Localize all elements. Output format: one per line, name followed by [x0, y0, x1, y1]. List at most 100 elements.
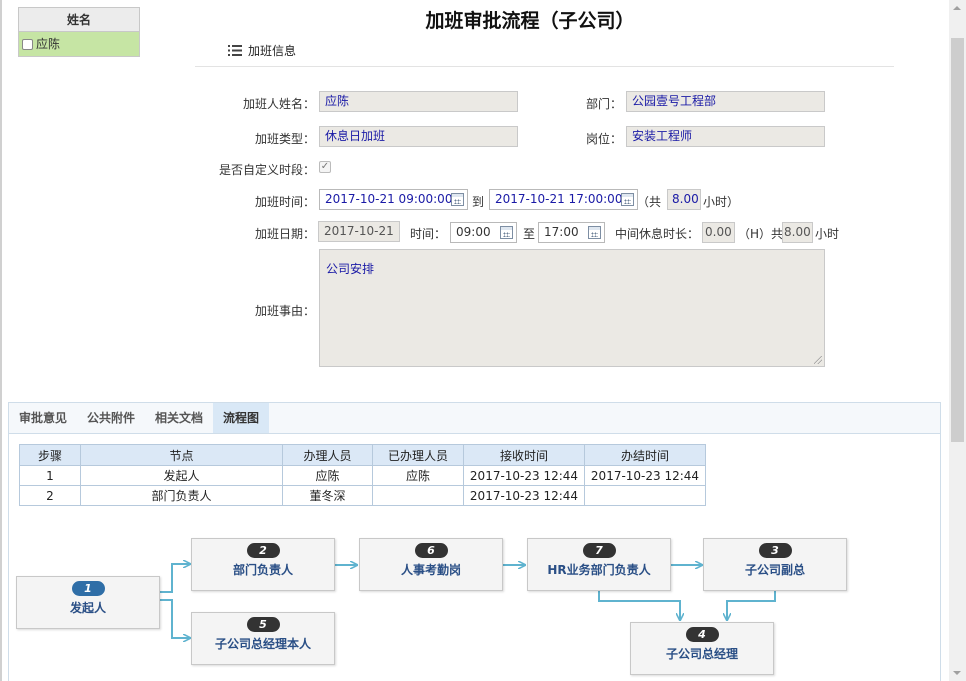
rest-field: 0.00 [702, 222, 735, 243]
row-name: 应陈 [36, 37, 61, 51]
type-label: 加班类型： [254, 132, 315, 146]
clock-label: 时间： [410, 227, 447, 241]
flow-node-hr-attendance[interactable]: 6 人事考勤岗 [359, 538, 503, 591]
table-row[interactable]: 2 部门负责人 董冬深 2017-10-23 12:44 [19, 485, 706, 506]
rest-unit: （H）共 [738, 227, 784, 241]
hours-unit: 小时 [815, 227, 840, 241]
clock-end-value: 17:00 [544, 225, 579, 239]
name-list-panel: 姓名 应陈 [18, 7, 140, 57]
col-header: 办结时间 [584, 444, 706, 466]
table-cell: 2017-10-23 12:44 [463, 485, 585, 506]
time-end-value: 2017-10-21 17:00:00 [495, 192, 623, 206]
flow-node-dept-head[interactable]: 2 部门负责人 [191, 538, 335, 591]
dept-label: 部门： [585, 97, 622, 111]
scroll-up-icon[interactable] [953, 6, 961, 10]
section-title: 加班信息 [248, 44, 297, 58]
flow-node-vice-president[interactable]: 3 子公司副总 [703, 538, 847, 591]
table-cell: 应陈 [282, 465, 373, 486]
flow-node-label: 子公司总经理本人 [214, 637, 311, 651]
col-header: 已办理人员 [372, 444, 464, 466]
calendar-icon[interactable] [451, 193, 464, 206]
table-cell: 2017-10-23 12:44 [584, 465, 706, 486]
flow-edge-7-4 [598, 591, 680, 620]
hours-field: 8.00 [782, 222, 813, 243]
applicant-field[interactable]: 应陈 [319, 91, 518, 112]
tab-approval-opinion[interactable]: 审批意见 [19, 411, 68, 425]
custom-period-checkbox[interactable]: ✓ [319, 161, 331, 173]
table-row[interactable]: 1 发起人 应陈 应陈 2017-10-23 12:44 2017-10-23 … [19, 465, 706, 486]
post-field[interactable]: 安装工程师 [626, 126, 825, 147]
tabs-panel: 审批意见 公共附件 相关文档 流程图 [8, 402, 941, 681]
name-list-header: 姓名 [19, 8, 139, 32]
calendar-icon[interactable] [500, 226, 513, 239]
reason-value: 公司安排 [326, 262, 375, 276]
flow-node-number: 2 [246, 543, 280, 558]
time-label: 加班时间： [254, 195, 315, 209]
flow-node-label: 发起人 [69, 601, 106, 615]
tab-public-attachments[interactable]: 公共附件 [87, 411, 136, 425]
calendar-icon[interactable] [621, 193, 634, 206]
clock-start-value: 09:00 [456, 225, 491, 239]
date-field: 2017-10-21 [318, 221, 400, 242]
time-start-input[interactable]: 2017-10-21 09:00:00 [319, 189, 468, 210]
total-suffix: 小时） [703, 195, 740, 209]
tab-bar: 审批意见 公共附件 相关文档 流程图 [9, 403, 940, 434]
row-checkbox[interactable] [22, 38, 33, 50]
vertical-scrollbar[interactable] [949, 0, 966, 681]
list-icon [228, 45, 242, 56]
table-cell: 董冬深 [282, 485, 373, 506]
clock-end-input[interactable]: 17:00 [538, 222, 605, 243]
total-prefix: （共 [637, 195, 662, 209]
flow-node-label: 部门负责人 [232, 563, 293, 577]
flow-node-general-manager[interactable]: 4 子公司总经理 [630, 622, 774, 675]
table-cell: 部门负责人 [80, 485, 283, 506]
zhi-text: 至 [523, 227, 536, 241]
total-hours-field: 8.00 [667, 189, 701, 210]
tab-related-docs[interactable]: 相关文档 [155, 411, 204, 425]
flow-node-number: 3 [758, 543, 792, 558]
time-start-value: 2017-10-21 09:00:00 [325, 192, 453, 206]
flow-node-gm-self[interactable]: 5 子公司总经理本人 [191, 612, 335, 665]
post-label: 岗位： [585, 132, 622, 146]
to-text: 到 [472, 195, 485, 209]
flow-node-number: 6 [414, 543, 448, 558]
rest-label: 中间休息时长： [615, 227, 700, 241]
flow-node-label: HR业务部门负责人 [547, 563, 651, 577]
section-divider [195, 66, 894, 67]
window-left-edge [0, 0, 2, 681]
flow-node-number: 4 [685, 627, 719, 642]
reason-label: 加班事由： [254, 304, 315, 318]
date-label: 加班日期： [254, 227, 315, 241]
custom-period-label: 是否自定义时段： [218, 163, 315, 177]
steps-table: 步骤 节点 办理人员 已办理人员 接收时间 办结时间 1 发起人 应陈 应陈 2… [19, 444, 706, 506]
page-title: 加班审批流程（子公司） [425, 10, 635, 32]
flow-node-label: 人事考勤岗 [400, 563, 461, 577]
calendar-icon[interactable] [588, 226, 601, 239]
dept-field[interactable]: 公园壹号工程部 [626, 91, 825, 112]
flow-node-number: 1 [71, 581, 105, 596]
col-header: 办理人员 [282, 444, 373, 466]
table-cell [584, 485, 706, 506]
time-end-input[interactable]: 2017-10-21 17:00:00 [489, 189, 638, 210]
flow-edge-3-4 [727, 591, 776, 620]
section-header: 加班信息 [228, 42, 296, 59]
flow-node-number: 5 [246, 617, 280, 632]
flow-node-label: 子公司总经理 [665, 647, 738, 661]
flow-node-initiator[interactable]: 1 发起人 [16, 576, 160, 629]
name-list-row[interactable]: 应陈 [19, 32, 139, 56]
flow-node-label: 子公司副总 [744, 563, 805, 577]
flow-node-number: 7 [582, 543, 616, 558]
scroll-down-icon[interactable] [953, 671, 961, 675]
flow-node-hr-dept-head[interactable]: 7 HR业务部门负责人 [527, 538, 671, 591]
clock-start-input[interactable]: 09:00 [450, 222, 517, 243]
flow-edge-1-2 [160, 564, 190, 593]
resize-grip-icon[interactable] [814, 356, 822, 364]
reason-textarea[interactable]: 公司安排 [319, 249, 825, 367]
table-cell: 2017-10-23 12:44 [463, 465, 585, 486]
scroll-thumb[interactable] [951, 38, 964, 442]
tab-flowchart[interactable]: 流程图 [213, 403, 270, 433]
flow-edge-1-5 [160, 599, 190, 638]
type-field[interactable]: 休息日加班 [319, 126, 518, 147]
col-header: 接收时间 [463, 444, 585, 466]
